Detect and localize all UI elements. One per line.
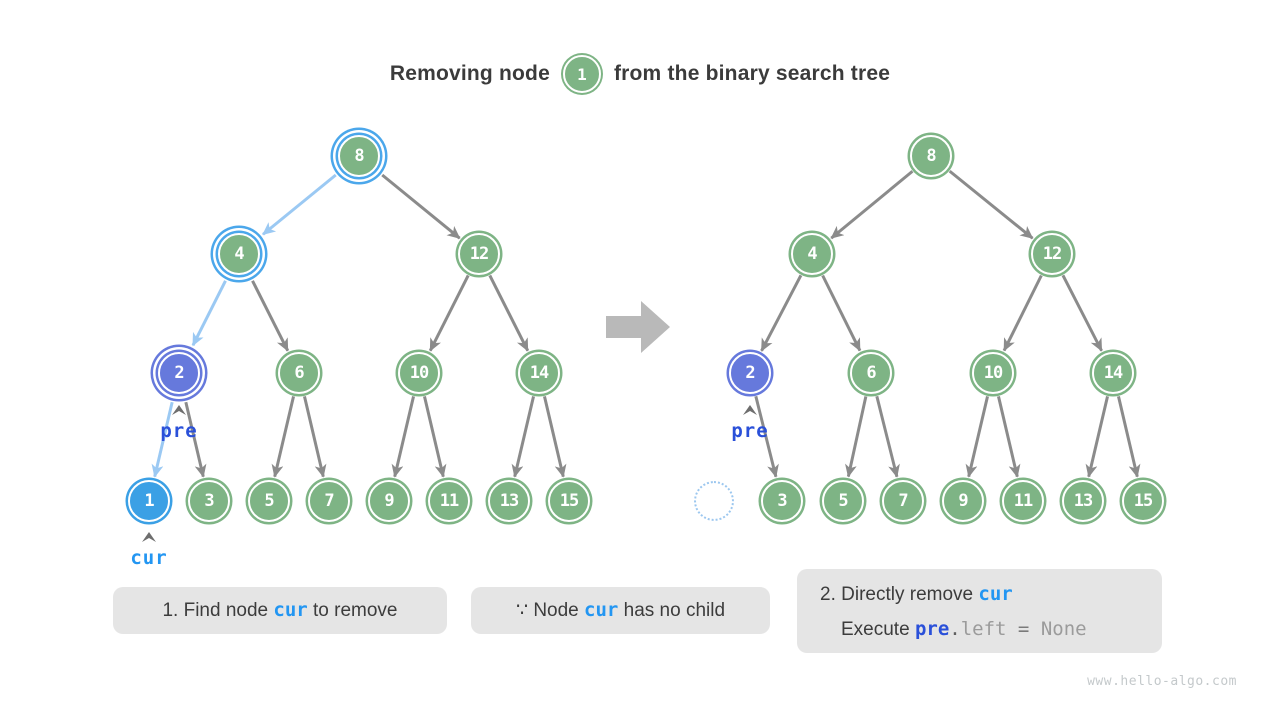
edge-4-6 — [821, 274, 862, 352]
removed-node-placeholder — [694, 481, 734, 521]
tree-node-4: 4 — [791, 233, 833, 275]
title-text-prefix: Removing node — [389, 62, 550, 85]
caption-text: to remove — [307, 600, 398, 621]
edge-6-7 — [303, 396, 327, 478]
edge-12-14 — [488, 274, 530, 352]
caption-line: 2. Directly remove cur — [820, 577, 1162, 612]
caption-text: cur — [978, 583, 1013, 605]
tree-node-15: 15 — [1122, 480, 1164, 522]
caption-line: Execute pre.left = None — [820, 612, 1162, 647]
edge-4-2 — [191, 280, 227, 347]
edge-14-13 — [1085, 396, 1109, 478]
tree-node-10: 10 — [398, 352, 440, 394]
tree-node-5: 5 — [822, 480, 864, 522]
tree-node-13: 13 — [488, 480, 530, 522]
caption-2: ∵ Node cur has no child — [471, 587, 770, 634]
caret-up-icon — [142, 532, 156, 542]
tree-node-2: 2 — [729, 352, 771, 394]
tree-node-3: 3 — [188, 480, 230, 522]
tree-node-9: 9 — [368, 480, 410, 522]
tree-node-14: 14 — [518, 352, 560, 394]
edge-10-9 — [391, 396, 415, 478]
tree-node-11: 11 — [1002, 480, 1044, 522]
tree-node-10: 10 — [972, 352, 1014, 394]
caption-1: 1. Find node cur to remove — [113, 587, 447, 634]
edge-4-6 — [251, 280, 290, 352]
edge-2-1 — [151, 401, 174, 478]
edge-8-12 — [948, 169, 1034, 240]
edge-2-3 — [754, 395, 779, 478]
edge-6-5 — [845, 396, 868, 478]
tree-node-3: 3 — [761, 480, 803, 522]
tree-node-11: 11 — [428, 480, 470, 522]
tree-node-14: 14 — [1092, 352, 1134, 394]
edge-14-13 — [511, 396, 535, 478]
caption-line: ∵ Node cur has no child — [516, 593, 725, 628]
caption-line: 1. Find node cur to remove — [162, 593, 397, 628]
tree-node-8: 8 — [910, 135, 952, 177]
tree-node-5: 5 — [248, 480, 290, 522]
edge-8-4 — [830, 170, 914, 240]
edge-12-14 — [1061, 274, 1103, 352]
edge-8-12 — [381, 173, 461, 240]
caret-up-icon — [743, 405, 757, 415]
tree-node-12: 12 — [1031, 233, 1073, 275]
edge-2-3 — [184, 401, 207, 478]
edge-12-10 — [1002, 274, 1043, 352]
caption-text: cur — [584, 599, 619, 621]
edge-10-11 — [423, 396, 447, 478]
edge-10-9 — [965, 396, 989, 478]
diagram-title: Removing node 1 from the binary search t… — [0, 50, 1280, 98]
edge-8-4 — [262, 173, 337, 236]
watermark: www.hello-algo.com — [1087, 674, 1237, 689]
edge-14-15 — [543, 396, 567, 478]
tree-node-7: 7 — [882, 480, 924, 522]
tree-node-8: 8 — [338, 135, 380, 177]
title-node-1: 1 — [562, 55, 601, 93]
caption-text: . — [949, 618, 961, 640]
pre-pointer-label: pre — [160, 420, 198, 442]
caret-up-icon — [172, 405, 186, 415]
tree-node-6: 6 — [850, 352, 892, 394]
edge-6-5 — [271, 396, 295, 478]
caption-text: None — [1040, 618, 1087, 640]
tree-node-6: 6 — [278, 352, 320, 394]
title-text-suffix: from the binary search tree — [613, 62, 891, 85]
tree-node-7: 7 — [308, 480, 350, 522]
tree-node-12: 12 — [458, 233, 500, 275]
edge-10-11 — [997, 396, 1021, 478]
caption-text: left — [960, 618, 1007, 640]
caption-text: ∵ Node — [515, 600, 585, 621]
tree-node-4: 4 — [218, 233, 260, 275]
caption-text: 2. Directly remove — [820, 584, 979, 605]
transition-arrow-icon — [606, 301, 670, 353]
tree-node-1: 1 — [128, 480, 170, 522]
cur-pointer-label: cur — [130, 547, 168, 569]
caption-text: Execute — [841, 619, 915, 640]
edge-4-2 — [760, 274, 803, 352]
edge-6-7 — [875, 395, 900, 478]
pre-pointer-label: pre — [731, 420, 769, 442]
tree-node-15: 15 — [548, 480, 590, 522]
caption-text: cur — [273, 599, 308, 621]
tree-node-9: 9 — [942, 480, 984, 522]
caption-text: 1. Find node — [162, 600, 274, 621]
tree-node-2: 2 — [158, 352, 200, 394]
edge-14-15 — [1117, 396, 1141, 478]
edge-12-10 — [428, 274, 470, 352]
caption-text: = — [1006, 618, 1041, 640]
caption-text: pre — [914, 618, 950, 640]
tree-node-13: 13 — [1062, 480, 1104, 522]
caption-text: has no child — [618, 600, 726, 621]
